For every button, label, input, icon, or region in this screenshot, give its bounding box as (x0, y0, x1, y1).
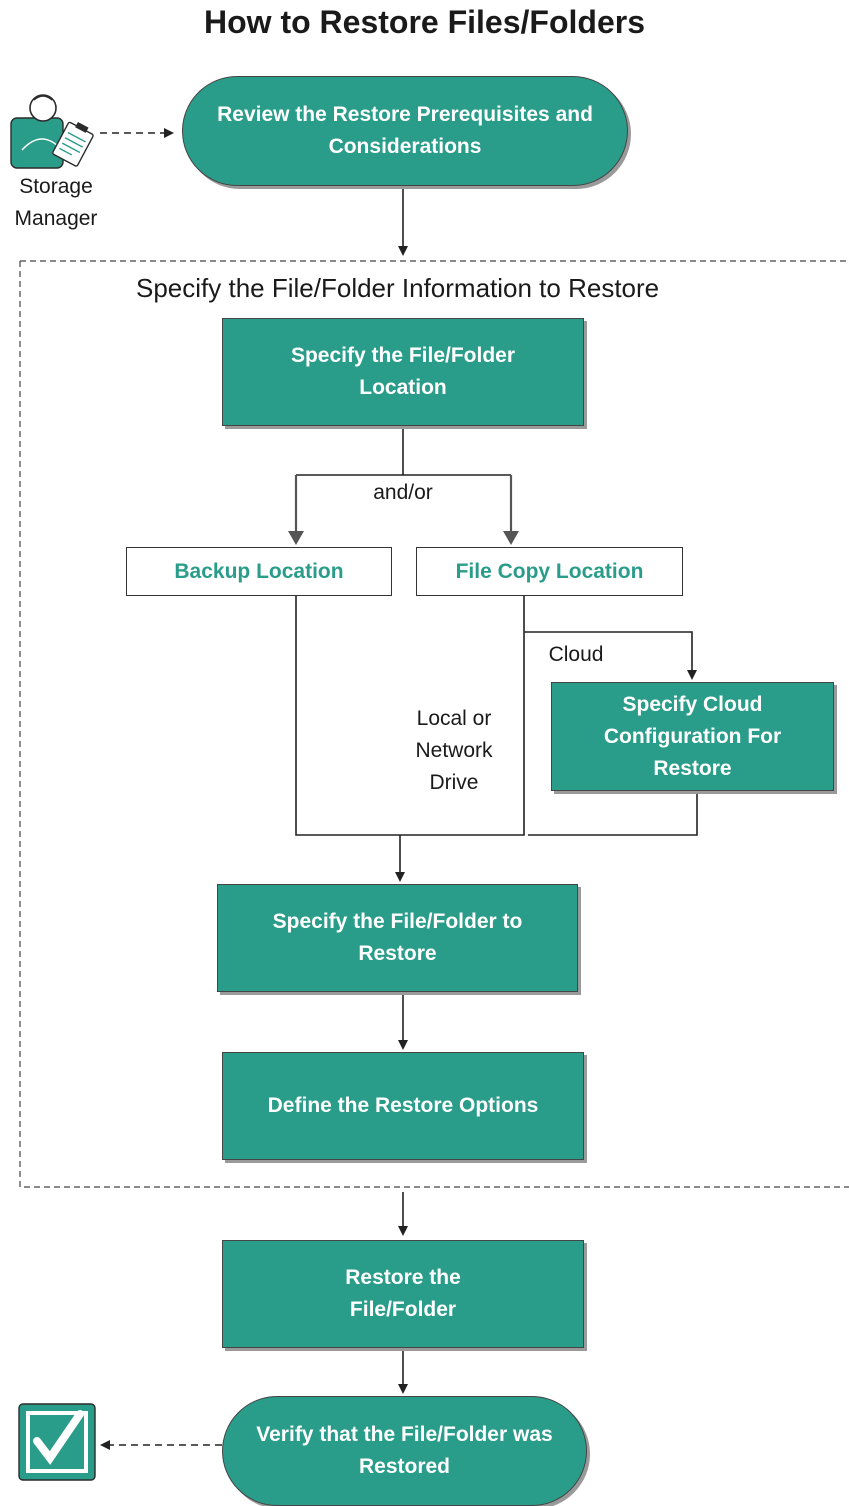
group-frame (19, 260, 849, 1188)
specify-location-node[interactable]: Specify the File/Folder Location (222, 318, 584, 426)
backup-path (295, 596, 525, 836)
diagram-title: How to Restore Files/Folders (204, 4, 645, 40)
restore-file-folder-node[interactable]: Restore the File/Folder (222, 1240, 584, 1348)
define-restore-options-node[interactable]: Define the Restore Options (222, 1052, 584, 1160)
backup-location-node[interactable]: Backup Location (126, 547, 392, 596)
verify-restored-node[interactable]: Verify that the File/Folder was Restored (222, 1396, 587, 1506)
person-clipboard-icon (10, 94, 94, 169)
split-connector (296, 426, 511, 476)
cloud-branch-arrow (524, 631, 697, 680)
file-copy-location-node[interactable]: File Copy Location (416, 547, 683, 596)
specify-file-folder-node[interactable]: Specify the File/Folder to Restore (217, 884, 578, 992)
actor-label: Storage Manager (14, 175, 98, 230)
local-network-drive-label: Local or Network Drive (415, 707, 493, 794)
cloud-configuration-node[interactable]: Specify Cloud Configuration For Restore (551, 682, 834, 791)
group-title: Specify the File/Folder Information to R… (136, 273, 660, 303)
and-or-label: and/or (373, 481, 433, 504)
cloud-return (528, 791, 698, 836)
review-prerequisites-node[interactable]: Review the Restore Prerequisites and Con… (182, 76, 628, 186)
cloud-label: Cloud (548, 643, 604, 666)
checkbox-check-icon (18, 1403, 96, 1481)
